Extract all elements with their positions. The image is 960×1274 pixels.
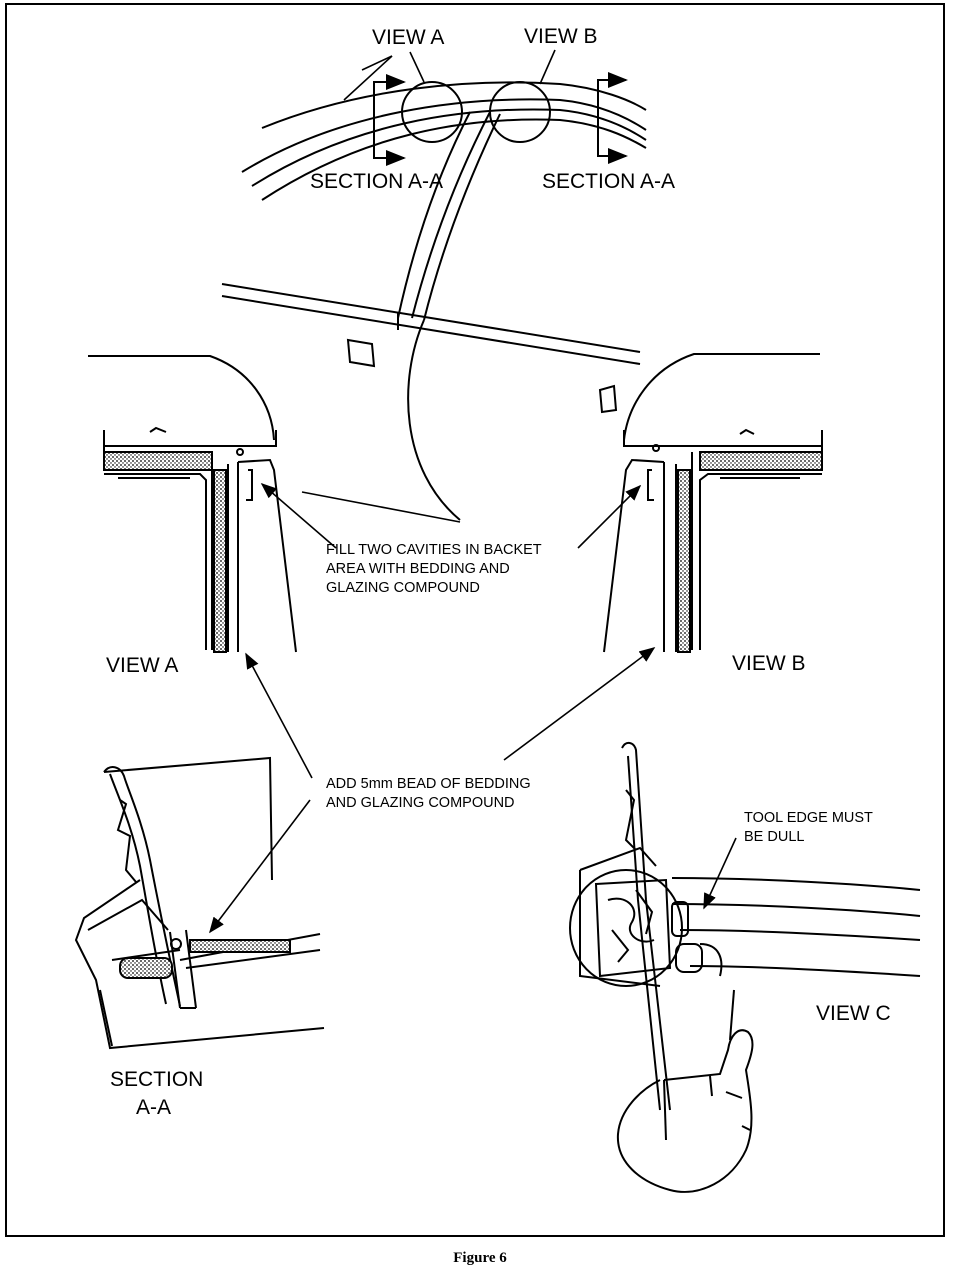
bead-note-line-1: ADD 5mm BEAD OF BEDDING — [326, 776, 531, 792]
view-a-top-label: VIEW A — [372, 26, 444, 49]
view-a-label: VIEW A — [106, 654, 178, 677]
section-left-label: SECTION A-A — [310, 170, 443, 193]
bead-note-leaders — [209, 647, 656, 934]
section-right-label: SECTION A-A — [542, 170, 675, 193]
view-c-label: VIEW C — [816, 1002, 891, 1025]
figure-caption: Figure 6 — [453, 1250, 507, 1266]
section-bracket-right — [597, 72, 628, 164]
view-b-top-label: VIEW B — [524, 25, 598, 48]
tool-note-leader — [703, 837, 737, 910]
tool-note-line-2: BE DULL — [744, 829, 804, 845]
view-a-drawing — [88, 355, 297, 653]
bead-note-line-2: AND GLAZING COMPOUND — [326, 795, 515, 811]
fill-note-leaders — [260, 482, 642, 549]
section-bottom-line-2: A-A — [136, 1096, 171, 1119]
fill-note-line-3: GLAZING COMPOUND — [326, 580, 480, 596]
section-aa-drawing — [74, 756, 325, 1050]
section-bottom-line-1: SECTION — [110, 1068, 203, 1091]
fill-note-line-2: AREA WITH BEDDING AND — [326, 561, 510, 577]
top-leader-lines — [343, 49, 556, 101]
figure-border — [5, 3, 945, 1237]
view-b-drawing — [603, 353, 823, 653]
tool-note-line-1: TOOL EDGE MUST — [744, 810, 873, 826]
section-bracket-left — [373, 74, 406, 166]
view-a-detail-circle — [401, 81, 463, 143]
view-b-detail-circle — [489, 81, 551, 143]
roof-overview — [221, 81, 647, 521]
view-b-label: VIEW B — [732, 652, 806, 675]
fill-note-line-1: FILL TWO CAVITIES IN BACKET — [326, 542, 542, 558]
